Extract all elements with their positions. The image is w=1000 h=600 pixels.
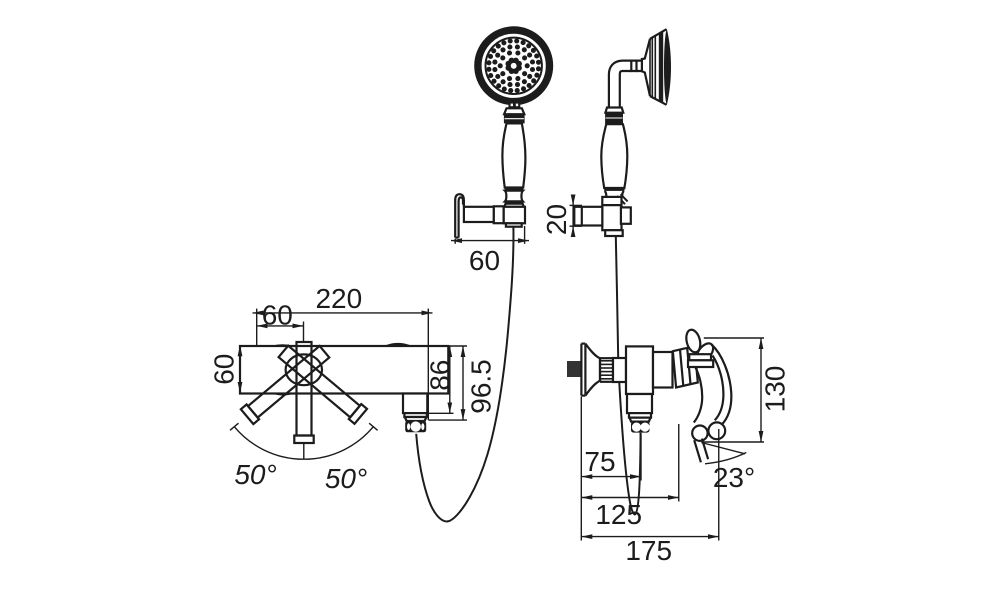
svg-text:60: 60 xyxy=(209,354,240,385)
svg-text:175: 175 xyxy=(625,535,672,566)
svg-text:50°: 50° xyxy=(325,463,367,494)
svg-text:86: 86 xyxy=(425,360,456,391)
svg-text:130: 130 xyxy=(760,366,791,413)
svg-text:125: 125 xyxy=(595,499,642,530)
svg-text:60: 60 xyxy=(262,300,293,331)
svg-text:23°: 23° xyxy=(713,462,755,493)
svg-text:60: 60 xyxy=(469,245,500,276)
svg-text:220: 220 xyxy=(315,283,362,314)
svg-text:50°: 50° xyxy=(234,459,276,490)
svg-text:20: 20 xyxy=(541,204,572,235)
svg-text:96.5: 96.5 xyxy=(466,359,497,414)
svg-text:75: 75 xyxy=(584,446,615,477)
